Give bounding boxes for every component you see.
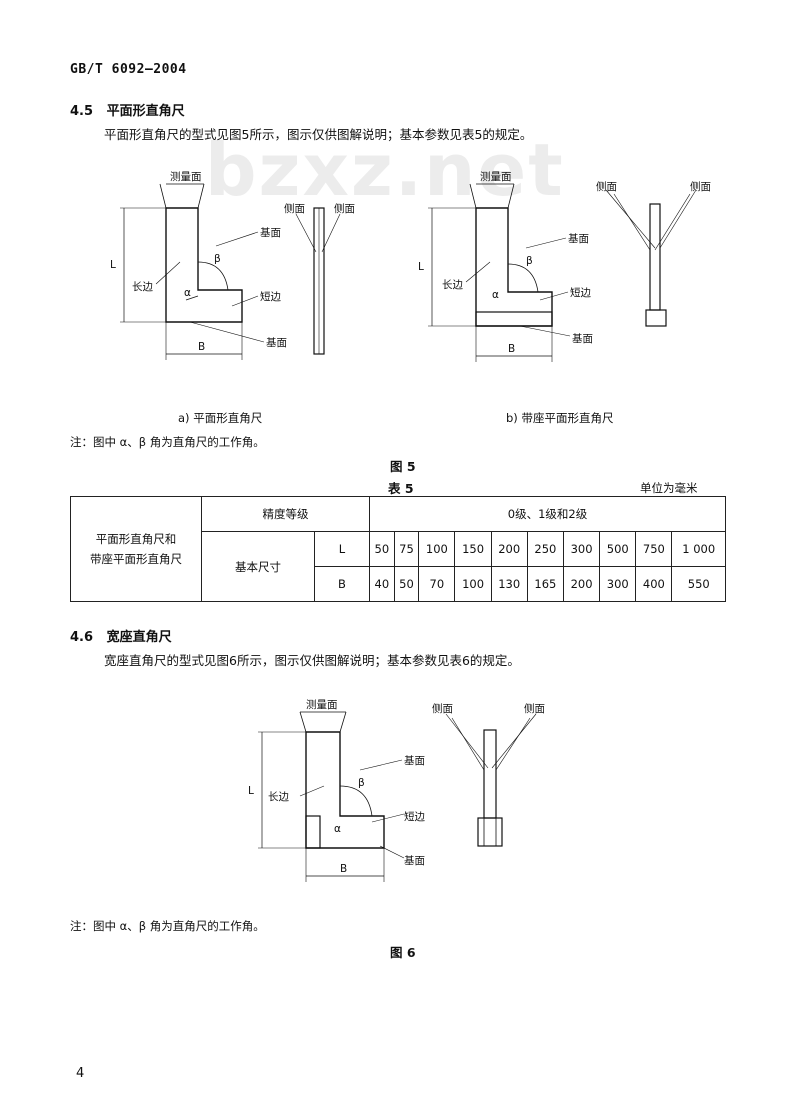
- table5-grade-label: 精度等级: [201, 496, 370, 532]
- fig5a-square-outline: [165, 207, 243, 323]
- table5-B-value: 550: [671, 566, 726, 602]
- fig5b-alpha-label: α: [492, 289, 499, 301]
- fig5b-caption: b) 带座平面形直角尺: [506, 411, 614, 425]
- fig5a-base-face2-label: 基面: [266, 336, 287, 349]
- fig5c-side1-label: 侧面: [596, 180, 617, 193]
- fig6-short-side-label: 短边: [404, 810, 425, 823]
- table5-row-B: B 40 50 70 100 130 165 200 300 400 550: [71, 566, 726, 602]
- table5-grade-value: 0级、1级和2级: [369, 496, 726, 532]
- fig6-alpha-label: α: [334, 823, 341, 835]
- table5-L-value: 50: [369, 531, 395, 567]
- fig5b-B-label: B: [508, 343, 515, 355]
- section-4-5-heading: 4.5 平面形直角尺: [70, 100, 185, 119]
- table5-row-head: 平面形直角尺和 带座平面形直角尺: [70, 496, 202, 602]
- fig6-base-face2-label: 基面: [404, 854, 425, 867]
- fig5a-short-side-label: 短边: [260, 290, 281, 303]
- table5-B-label: B: [314, 566, 370, 602]
- figure-5-drawing: 测量面 长边 短边 基面 基面 侧面 侧面 L B α β 测量面 长边 短边 …: [70, 170, 711, 449]
- fig5b-base-face2-label: 基面: [572, 332, 593, 345]
- page-number: 4: [76, 1066, 85, 1081]
- fig6-side2-label: 侧面: [524, 702, 545, 715]
- fig6-B-label: B: [340, 863, 347, 875]
- fig5b-short-side-label: 短边: [570, 286, 591, 299]
- fig5b-measure-face-label: 测量面: [480, 170, 512, 183]
- standard-code: GB/T 6092—2004: [70, 62, 187, 77]
- fig6-beta-label: β: [358, 777, 365, 789]
- table5-B-value: 130: [490, 566, 528, 602]
- table-5-unit: 单位为毫米: [640, 481, 698, 495]
- table5-L-value: 250: [526, 531, 564, 567]
- fig6-side-view: [483, 729, 497, 819]
- table5-L-value: 500: [599, 531, 637, 567]
- fig5c-side-view: [649, 203, 661, 311]
- fig6-note: 注：图中 α、β 角为直角尺的工作角。: [70, 919, 265, 933]
- fig5b-beta-label: β: [526, 255, 533, 267]
- table5-L-value: 150: [454, 531, 492, 567]
- fig5b-L-label: L: [418, 261, 424, 273]
- watermark: bzxz.net: [205, 128, 565, 212]
- fig5a-caption: a) 平面形直角尺: [178, 411, 263, 425]
- fig5a-side-face2-label: 侧面: [334, 202, 355, 215]
- table5-B-value: 40: [369, 566, 395, 602]
- table5-L-value: 75: [393, 531, 420, 567]
- fig5a-alpha-label: α: [184, 287, 191, 299]
- fig5a-B-label: B: [198, 341, 205, 353]
- table5-B-value: 50: [393, 566, 420, 602]
- table5-B-value: 165: [526, 566, 564, 602]
- fig5a-side-face1-label: 侧面: [284, 202, 305, 215]
- section-4-6-heading: 4.6 宽座直角尺: [70, 626, 172, 645]
- section-number: 4.5: [70, 104, 94, 119]
- table5-B-value: 300: [599, 566, 637, 602]
- fig5c-side2-label: 侧面: [690, 180, 711, 193]
- fig5-note: 注：图中 α、β 角为直角尺的工作角。: [70, 435, 265, 449]
- fig5b-base-face-label: 基面: [568, 232, 589, 245]
- fig5a-base-face-label: 基面: [260, 226, 281, 239]
- figure-5-label: 图 5: [390, 459, 416, 474]
- table-5-title: 表 5: [388, 481, 414, 496]
- fig5b-square-outline: [475, 207, 553, 327]
- section-title: 平面形直角尺: [106, 104, 185, 119]
- fig6-measure-face-label: 测量面: [306, 698, 338, 711]
- fig5a-beta-label: β: [214, 253, 221, 265]
- fig5a-L-label: L: [110, 259, 116, 271]
- figure-6-label: 图 6: [390, 945, 416, 960]
- table-5: 平面形直角尺和 带座平面形直角尺 精度等级 0级、1级和2级 基本尺寸 L 50…: [70, 496, 726, 602]
- table5-B-value: 70: [418, 566, 456, 602]
- fig6-long-side-label: 长边: [268, 791, 289, 803]
- fig5a-long-side-label: 长边: [132, 281, 153, 293]
- section-title: 宽座直角尺: [106, 630, 172, 645]
- table5-B-value: 400: [635, 566, 673, 602]
- section-4-5-paragraph: 平面形直角尺的型式见图5所示，图示仅供图解说明；基本参数见表5的规定。: [104, 127, 533, 142]
- figure-6-drawing: 测量面 长边 短边 基面 基面 侧面 侧面 L B α β 注：图中 α、β 角…: [70, 698, 545, 933]
- section-number: 4.6: [70, 630, 94, 645]
- table5-L-value: 750: [635, 531, 673, 567]
- section-4-6-paragraph: 宽座直角尺的型式见图6所示，图示仅供图解说明；基本参数见表6的规定。: [104, 653, 520, 668]
- fig6-side1-label: 侧面: [432, 702, 453, 715]
- table5-B-value: 200: [562, 566, 601, 602]
- fig6-square-outline: [305, 731, 385, 849]
- table5-L-label: L: [314, 531, 370, 567]
- table5-L-value: 1 000: [671, 531, 726, 567]
- table5-L-value: 300: [562, 531, 601, 567]
- table5-row-L: 基本尺寸 L 50 75 100 150 200 250 300 500 750…: [71, 531, 726, 602]
- table5-L-value: 200: [490, 531, 528, 567]
- fig5a-measure-face-label: 测量面: [170, 170, 202, 183]
- table5-B-value: 100: [454, 566, 492, 602]
- fig6-base-face-label: 基面: [404, 754, 425, 767]
- fig6-L-label: L: [248, 785, 254, 797]
- table5-L-value: 100: [418, 531, 456, 567]
- table5-basic-size-label: 基本尺寸: [201, 531, 315, 602]
- fig5b-long-side-label: 长边: [442, 279, 463, 291]
